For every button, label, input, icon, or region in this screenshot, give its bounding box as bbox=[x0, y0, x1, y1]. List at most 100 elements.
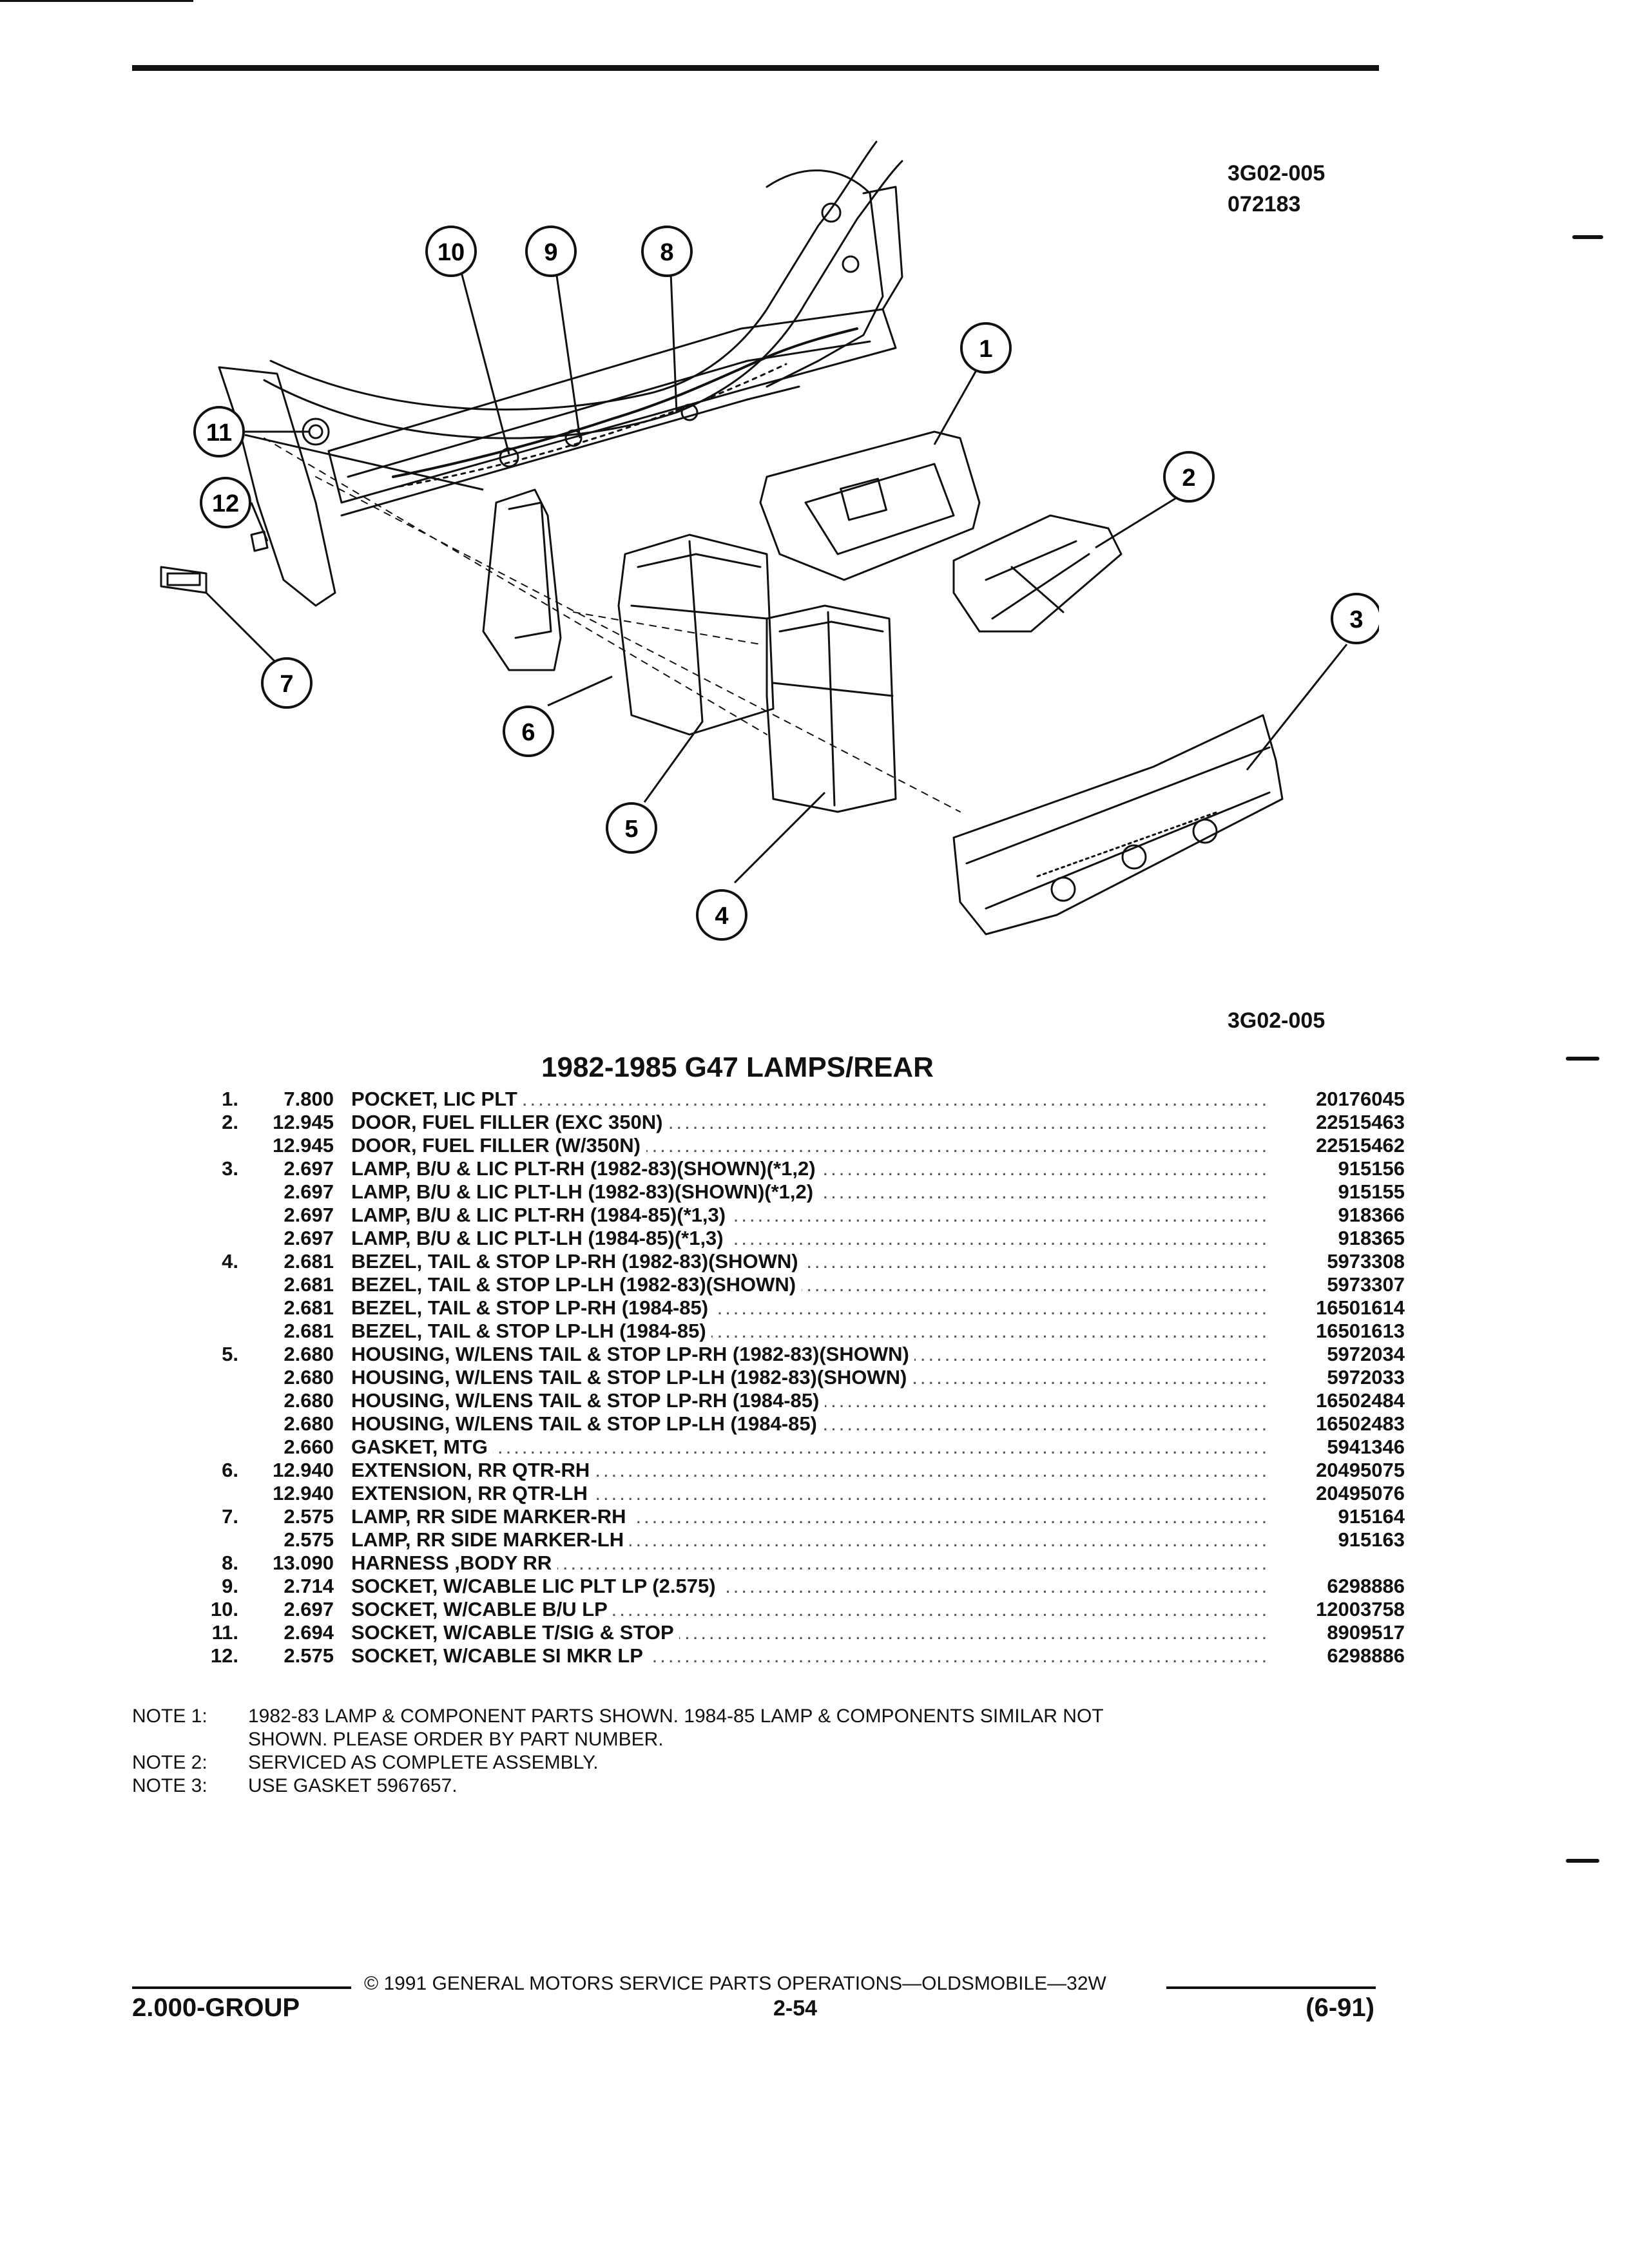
part-description: SOCKET, W/CABLE LIC PLT LP (2.575) bbox=[351, 1575, 728, 1598]
part-row: 2.697...................................… bbox=[193, 1227, 1405, 1250]
part-name: HOUSING bbox=[351, 1412, 445, 1435]
group-number: 2.575 bbox=[284, 1644, 334, 1667]
part-description: DOOR, FUEL FILLER (EXC 350N) bbox=[351, 1111, 675, 1134]
part-row: 5.2.680.................................… bbox=[193, 1343, 1405, 1366]
part-detail: ,BODY RR bbox=[448, 1552, 552, 1574]
group-number: 2.681 bbox=[284, 1296, 334, 1319]
part-index: 11. bbox=[211, 1621, 238, 1644]
part-detail: , W/LENS TAIL & STOP LP-RH (1984-85) bbox=[444, 1389, 820, 1412]
note-label: NOTE 3: bbox=[132, 1775, 207, 1796]
drawing-date-code: 072183 bbox=[1228, 192, 1301, 216]
part-detail: , W/CABLE B/U LP bbox=[432, 1598, 608, 1620]
part-description: HOUSING, W/LENS TAIL & STOP LP-RH (1982-… bbox=[351, 1343, 921, 1366]
corner-rule bbox=[0, 0, 193, 2]
drawing-id-top: 3G02-005 bbox=[1228, 161, 1325, 186]
note-text: SHOWN. PLEASE ORDER BY PART NUMBER. bbox=[248, 1729, 664, 1750]
fuel-filler-door bbox=[952, 514, 1123, 633]
part-description: EXTENSION, RR QTR-RH bbox=[351, 1459, 602, 1482]
part-description: LAMP, B/U & LIC PLT-LH (1984-85)(*1,3) bbox=[351, 1227, 735, 1250]
part-description: SOCKET, W/CABLE SI MKR LP bbox=[351, 1644, 655, 1667]
group-number: 2.680 bbox=[284, 1389, 334, 1412]
binder-mark bbox=[1566, 1859, 1599, 1863]
part-detail: , W/CABLE SI MKR LP bbox=[432, 1644, 643, 1667]
drawing-id-bottom: 3G02-005 bbox=[1228, 1008, 1325, 1033]
backup-lic-lamp bbox=[952, 714, 1284, 936]
part-name: SOCKET bbox=[351, 1621, 432, 1644]
part-row: 2.681...................................… bbox=[193, 1296, 1405, 1320]
part-description: BEZEL, TAIL & STOP LP-LH (1982-83)(SHOWN… bbox=[351, 1273, 808, 1296]
group-number: 2.680 bbox=[284, 1343, 334, 1365]
part-description: HARNESS ,BODY RR bbox=[351, 1552, 564, 1575]
part-row: 2.660...................................… bbox=[193, 1436, 1405, 1459]
note-label: NOTE 2: bbox=[132, 1752, 207, 1773]
part-number: 918366 bbox=[1338, 1204, 1405, 1226]
rr-qtr-extension bbox=[482, 488, 562, 671]
part-description: HOUSING, W/LENS TAIL & STOP LP-LH (1984-… bbox=[351, 1412, 829, 1436]
part-description: SOCKET, W/CABLE T/SIG & STOP bbox=[351, 1621, 686, 1644]
page-number: 2-54 bbox=[773, 1996, 818, 2021]
part-description: LAMP, B/U & LIC PLT-RH (1984-85)(*1,3) bbox=[351, 1204, 738, 1227]
callout-1: 1 bbox=[979, 336, 992, 363]
part-row: 9.2.714.................................… bbox=[193, 1575, 1405, 1598]
part-name: EXTENSION bbox=[351, 1482, 467, 1504]
part-number: 20495076 bbox=[1316, 1482, 1405, 1504]
part-detail: , W/LENS TAIL & STOP LP-LH (1982-83)(SHO… bbox=[444, 1366, 907, 1389]
part-description: SOCKET, W/CABLE B/U LP bbox=[351, 1598, 619, 1621]
part-index: 6. bbox=[222, 1459, 238, 1481]
part-number: 12003758 bbox=[1316, 1598, 1405, 1620]
part-row: 2.681...................................… bbox=[193, 1320, 1405, 1343]
part-row: 12.2.575................................… bbox=[193, 1644, 1405, 1667]
part-index: 3. bbox=[222, 1157, 238, 1180]
part-row: 2.697...................................… bbox=[193, 1180, 1405, 1204]
part-row: 2.681...................................… bbox=[193, 1273, 1405, 1296]
part-name: DOOR bbox=[351, 1111, 411, 1133]
part-index: 8. bbox=[222, 1552, 238, 1574]
group-number: 2.697 bbox=[284, 1598, 334, 1620]
part-number: 22515463 bbox=[1316, 1111, 1405, 1133]
part-row: 2.12.945................................… bbox=[193, 1111, 1405, 1134]
group-number: 7.800 bbox=[284, 1088, 334, 1110]
part-detail: , B/U & LIC PLT-RH (1984-85)(*1,3) bbox=[405, 1204, 726, 1226]
part-number: 5972033 bbox=[1327, 1366, 1405, 1389]
group-number: 2.714 bbox=[284, 1575, 334, 1597]
note-line: NOTE 2:SERVICED AS COMPLETE ASSEMBLY. bbox=[132, 1751, 1104, 1774]
part-row: 2.680...................................… bbox=[193, 1412, 1405, 1436]
part-name: HARNESS bbox=[351, 1552, 449, 1574]
part-detail: , W/LENS TAIL & STOP LP-RH (1982-83)(SHO… bbox=[444, 1343, 909, 1365]
part-number: 20176045 bbox=[1316, 1088, 1405, 1110]
callout-2: 2 bbox=[1182, 465, 1195, 492]
part-name: GASKET bbox=[351, 1436, 432, 1458]
part-index: 5. bbox=[222, 1343, 238, 1365]
part-index: 12. bbox=[210, 1644, 238, 1667]
lic-plate-pocket bbox=[759, 430, 981, 581]
part-number: 16502483 bbox=[1316, 1412, 1405, 1435]
part-detail: , W/LENS TAIL & STOP LP-LH (1984-85) bbox=[444, 1412, 817, 1435]
part-row: 7.2.575.................................… bbox=[193, 1505, 1405, 1528]
parts-list: 1.7.800.................................… bbox=[193, 1088, 1405, 1667]
group-number: 2.680 bbox=[284, 1366, 334, 1389]
part-number: 918365 bbox=[1338, 1227, 1405, 1249]
part-name: LAMP bbox=[351, 1505, 405, 1528]
part-name: LAMP bbox=[351, 1528, 405, 1551]
callout-3: 3 bbox=[1349, 606, 1363, 633]
binder-mark bbox=[1572, 235, 1603, 239]
part-number: 915163 bbox=[1338, 1528, 1405, 1551]
callout-11: 11 bbox=[206, 419, 232, 447]
part-number: 5972034 bbox=[1327, 1343, 1405, 1365]
part-description: LAMP, B/U & LIC PLT-LH (1982-83)(SHOWN)(… bbox=[351, 1180, 825, 1204]
group-number: 2.681 bbox=[284, 1273, 334, 1296]
part-number: 8909517 bbox=[1327, 1621, 1405, 1644]
part-name: BEZEL bbox=[351, 1273, 417, 1296]
part-row: 12.945..................................… bbox=[193, 1134, 1405, 1157]
part-description: LAMP, RR SIDE MARKER-LH bbox=[351, 1528, 636, 1552]
notes: NOTE 1:1982-83 LAMP & COMPONENT PARTS SH… bbox=[132, 1705, 1104, 1798]
part-name: SOCKET bbox=[351, 1575, 432, 1597]
part-index: 7. bbox=[222, 1505, 238, 1528]
part-detail: , TAIL & STOP LP-RH (1982-83)(SHOWN) bbox=[416, 1250, 798, 1273]
part-detail: , TAIL & STOP LP-LH (1982-83)(SHOWN) bbox=[416, 1273, 796, 1296]
part-description: HOUSING, W/LENS TAIL & STOP LP-RH (1984-… bbox=[351, 1389, 831, 1412]
part-row: 10.2.697................................… bbox=[193, 1598, 1405, 1621]
part-detail: , RR SIDE MARKER-LH bbox=[405, 1528, 624, 1551]
copyright: © 1991 GENERAL MOTORS SERVICE PARTS OPER… bbox=[364, 1973, 1106, 1994]
part-detail: , B/U & LIC PLT-LH (1984-85)(*1,3) bbox=[405, 1227, 724, 1249]
